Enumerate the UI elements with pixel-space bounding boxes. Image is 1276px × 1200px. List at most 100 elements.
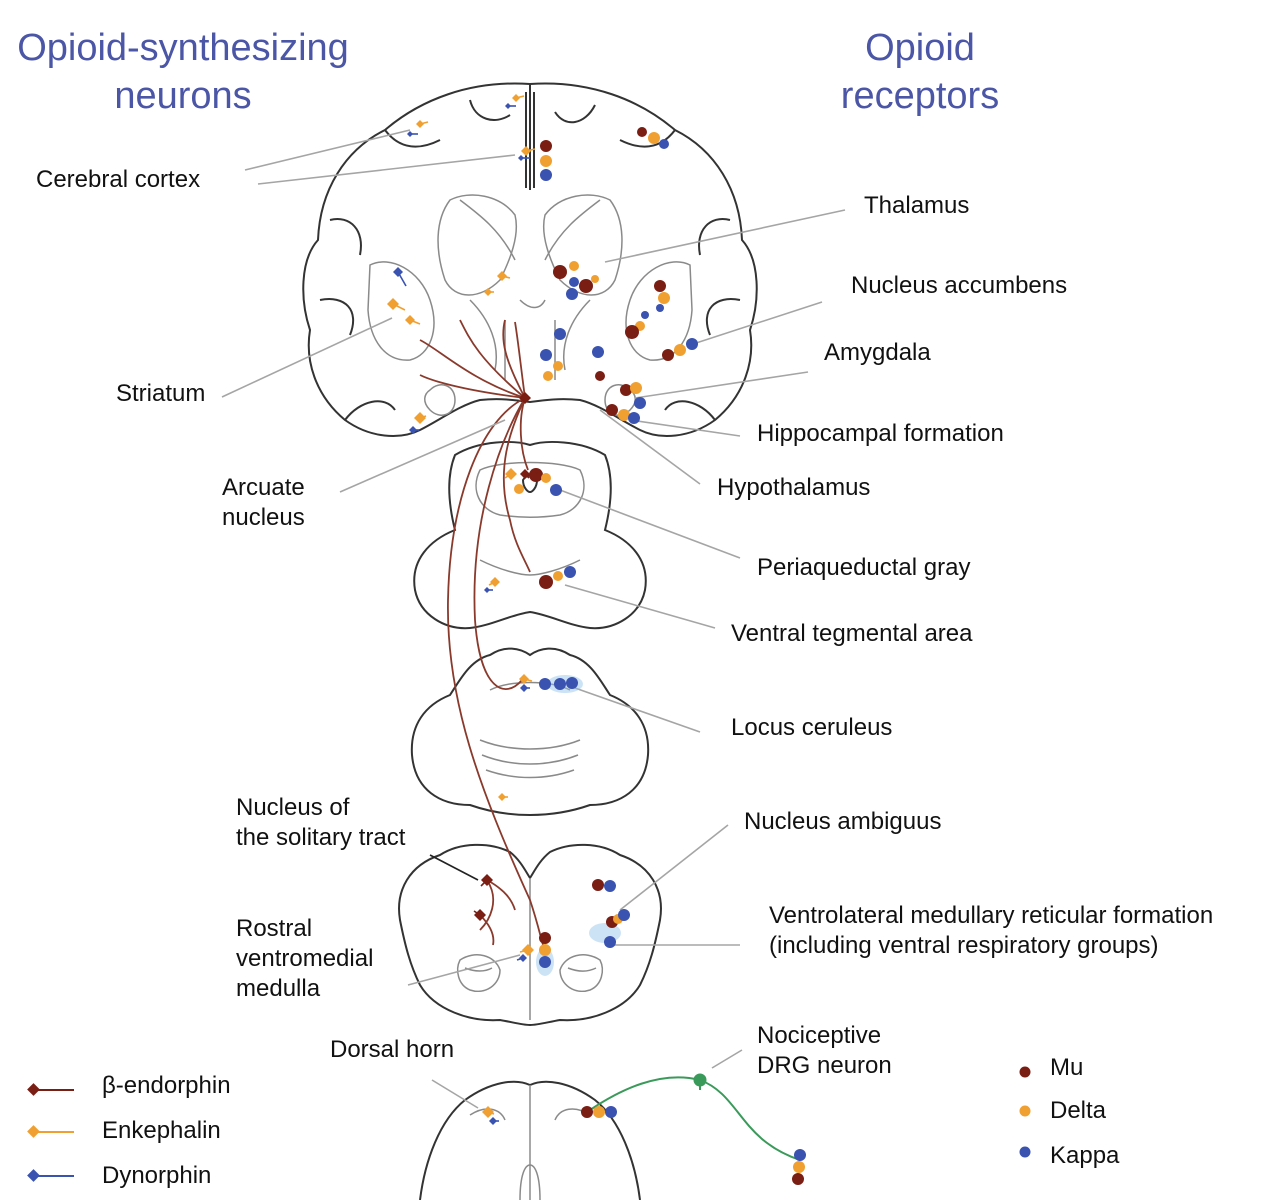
legend-item-mu: Mu [1016,1053,1083,1083]
mu-receptor-dot [792,1173,804,1185]
delta-receptor-dot [618,409,630,421]
beta-endorphin-neuron [481,874,493,886]
kappa-receptor-dot [634,397,646,409]
drg-soma [693,1073,707,1087]
label-arcuate-nucleus-line-1: Arcuate [222,474,305,501]
dynorphin-neuron [505,103,511,109]
projections [419,319,546,951]
kappa-receptor-dot [659,139,669,149]
forebrain-section [302,82,758,437]
kappa-receptor-dot [604,936,616,948]
medulla-section [398,843,662,1027]
mu-receptor-dot [595,371,605,381]
enkephalin-neuron [482,1106,494,1118]
enkephalin-marker-icon [27,1125,74,1138]
beta-endorphin-neuron [519,392,531,404]
mu-receptor-dot [529,468,543,482]
legend-label-mu: Mu [1050,1054,1084,1081]
label-rostral-ventromedial-medulla: Rostral ventromedial medulla [236,914,373,1004]
legend-label-delta: Delta [1050,1097,1107,1124]
mu-receptor-dot [592,879,604,891]
label-hippocampal-formation: Hippocampal formation [757,420,1004,447]
kappa-dot-icon [1019,1146,1031,1158]
dynorphin-neuron [409,426,417,434]
enkephalin-neuron [405,315,415,325]
delta-receptor-dot [630,382,642,394]
label-nucleus-accumbens: Nucleus accumbens [851,272,1068,299]
label-nucleus-solitary-tract: Nucleus of the solitary tract [236,793,405,853]
beta-endorphin-neuron [474,909,486,921]
heading-receptors-line-2: receptors [840,75,1000,117]
heading-neurons-line-1: Opioid-synthesizing [17,27,349,69]
label-arcuate-nucleus-line-2: nucleus [222,504,305,531]
delta-receptor-dot [569,261,579,271]
kappa-receptor-dot [566,677,578,689]
label-rvm-line-2: ventromedial [236,945,374,972]
mu-receptor-dot [654,280,666,292]
label-hypothalamus: Hypothalamus [717,474,871,501]
enkephalin-neuron [416,120,424,128]
mu-receptor-dot [620,384,632,396]
dynorphin-marker-icon [27,1169,74,1182]
delta-receptor-dot [540,155,552,167]
dynorphin-neuron [407,131,413,137]
pons-section [410,647,650,817]
legend-label-beta-endorphin: β-endorphin [102,1072,231,1099]
enkephalin-neuron [414,412,426,424]
label-ventral-tegmental-area: Ventral tegmental area [731,620,973,647]
kappa-receptor-dot [604,880,616,892]
legend-label-kappa: Kappa [1050,1142,1120,1169]
label-rvm-line-3: medulla [236,975,321,1002]
kappa-receptor-dot [539,678,551,690]
label-ventrolateral-line-1: Ventrolateral medullary reticular format… [769,902,1214,929]
mu-receptor-dot [579,279,593,293]
kappa-receptor-dot [540,169,552,181]
label-nociceptive-drg-line-1: Nociceptive [757,1022,882,1049]
kappa-receptor-dot [554,678,566,690]
mu-receptor-dot [606,404,618,416]
kappa-receptor-dot [550,484,562,496]
dynorphin-neuron [393,267,403,277]
delta-receptor-dot [539,944,551,956]
label-dorsal-horn: Dorsal horn [330,1036,455,1063]
label-ventrolateral-medullary: Ventrolateral medullary reticular format… [769,901,1213,961]
heading-receptors-line-1: Opioid [865,27,975,69]
legend-label-enkephalin: Enkephalin [102,1117,221,1144]
legend-item-enkephalin: Enkephalin [24,1116,221,1146]
label-nucleus-solitary-tract-line-2: the solitary tract [236,824,406,851]
kappa-receptor-dot [794,1149,806,1161]
enkephalin-neuron [522,944,534,956]
heading-neurons: Opioid-synthesizing neurons [0,24,366,120]
dynorphin-neuron [484,587,490,593]
kappa-receptor-dot [540,349,552,361]
mu-receptor-dot [539,575,553,589]
mu-receptor-dot [662,349,674,361]
delta-receptor-dot [543,371,553,381]
delta-receptor-dot [593,1106,605,1118]
kappa-receptor-dot [605,1106,617,1118]
label-amygdala: Amygdala [824,339,931,366]
dynorphin-neuron [518,155,524,161]
delta-receptor-dot [658,292,670,304]
delta-receptor-dot [553,571,563,581]
dynorphin-neuron [489,1117,497,1125]
delta-receptor-dot [648,132,660,144]
dynorphin-neuron [520,684,528,692]
heading-receptors: Opioid receptors [820,24,1020,120]
legend-item-dynorphin: Dynorphin [24,1161,211,1191]
kappa-receptor-dot [554,328,566,340]
kappa-receptor-dot [564,566,576,578]
enkephalin-neuron [512,94,520,102]
kappa-receptor-dot [569,277,579,287]
label-thalamus: Thalamus [864,192,970,219]
label-nociceptive-drg: Nociceptive DRG neuron [757,1021,892,1081]
enkephalin-neuron [497,271,507,281]
mu-receptor-dot [539,932,551,944]
label-periaqueductal-gray: Periaqueductal gray [757,554,971,581]
delta-dot-icon [1019,1105,1031,1117]
label-nucleus-solitary-tract-line-1: Nucleus of [236,794,350,821]
label-locus-ceruleus: Locus ceruleus [731,714,893,741]
midbrain-section [413,441,647,630]
kappa-receptor-dot [641,311,649,319]
